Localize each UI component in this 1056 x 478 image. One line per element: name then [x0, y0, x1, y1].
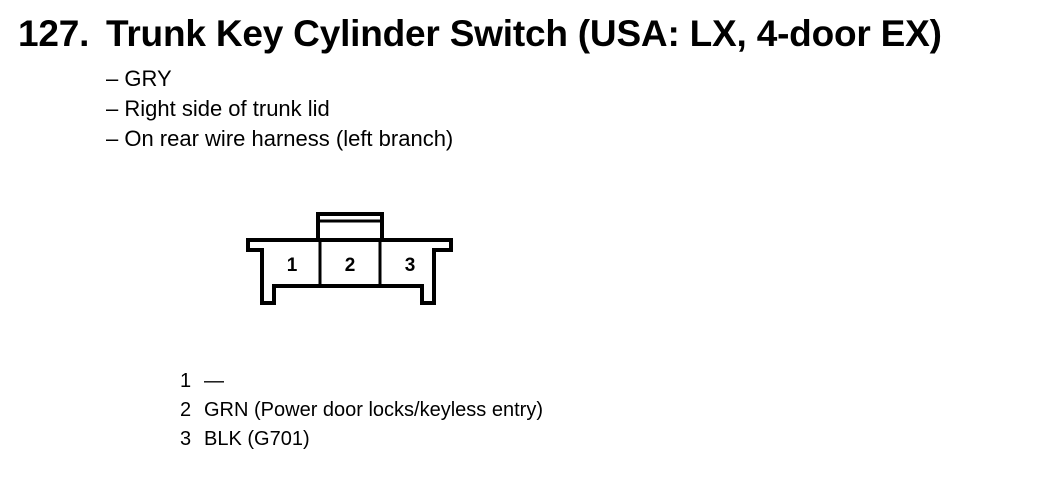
- pin-assignment: 3 BLK (G701): [180, 425, 543, 454]
- pin-label-3: 3: [405, 255, 416, 276]
- info-harness: – On rear wire harness (left branch): [106, 126, 454, 151]
- pin-assignment: 1—: [180, 367, 543, 396]
- title-number: 127.: [18, 13, 90, 54]
- pin-label-2: 2: [345, 255, 356, 276]
- connector-housing: [246, 238, 453, 305]
- connector-diagram: 1 2 3: [246, 212, 453, 305]
- pin-number: 3: [180, 428, 192, 450]
- connector-lock-tab: [316, 212, 384, 242]
- connector-info-list: – GRY – Right side of trunk lid – On rea…: [106, 64, 453, 154]
- pin-description: GRN (Power door locks/keyless entry): [204, 399, 543, 421]
- pin-assignment: 2 GRN (Power door locks/keyless entry): [180, 396, 543, 425]
- pin-number: 1: [180, 370, 192, 392]
- page-title: 127. Trunk Key Cylinder Switch (USA: LX, …: [18, 10, 942, 58]
- pin-number: 2: [180, 399, 192, 421]
- info-location: – Right side of trunk lid: [106, 96, 330, 121]
- pin-description: BLK (G701): [204, 428, 310, 450]
- pin-description: —: [204, 370, 224, 392]
- pin-label-1: 1: [287, 255, 298, 276]
- title-text: Trunk Key Cylinder Switch (USA: LX, 4-do…: [106, 13, 942, 54]
- info-color: – GRY: [106, 66, 172, 91]
